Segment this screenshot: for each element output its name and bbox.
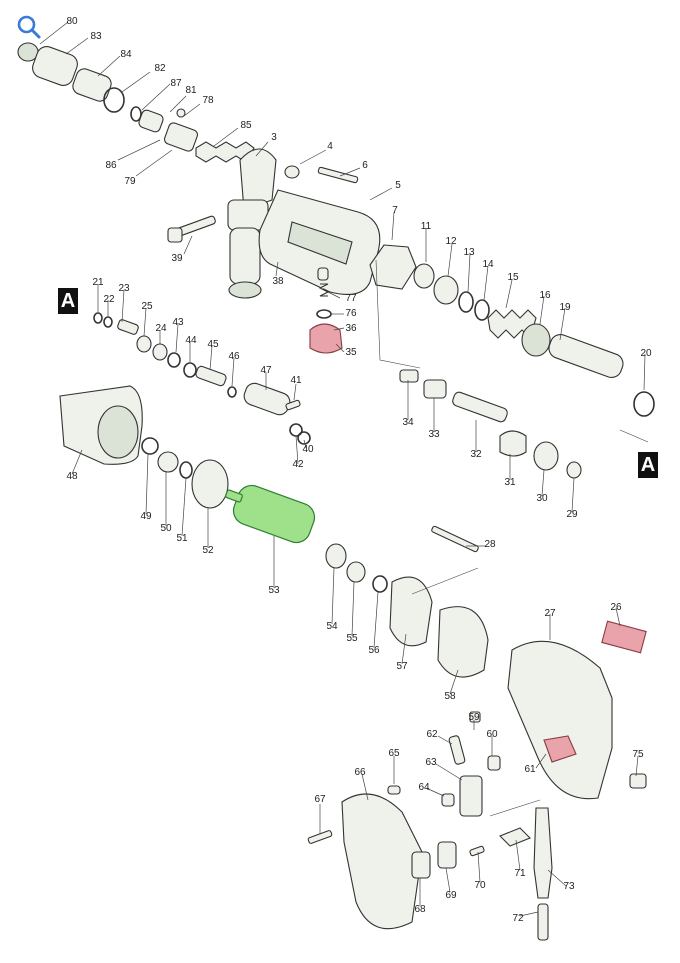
impact-mechanism-group [399,369,582,479]
part-label: 12 [445,236,457,247]
part-label: 54 [326,621,338,632]
part-label: 31 [504,477,516,488]
section-marker-a-left: A [58,288,78,314]
part-label: 25 [141,301,153,312]
part-label: 11 [420,221,432,232]
part-label: 87 [170,78,182,89]
part-label: 50 [160,523,172,534]
part-label: 73 [563,881,575,892]
part-label: 27 [544,608,556,619]
part-label: 39 [171,253,183,264]
part-label: 53 [268,585,280,596]
assembly-chain-lines [375,259,649,817]
part-label: 29 [566,509,578,520]
part-label: 3 [271,132,277,143]
part-label: 35 [345,347,357,358]
part-label: 41 [290,375,302,386]
part-label: 24 [155,323,167,334]
part-label: 67 [314,794,326,805]
part-label: 75 [632,749,644,760]
part-label: 84 [120,49,132,60]
part-label: 59 [468,712,480,723]
part-label: 66 [354,767,366,778]
gear-housing-group [258,165,417,295]
part-label: 4 [327,141,333,152]
part-label: 21 [92,277,104,288]
part-label: 7 [392,205,398,216]
part-label: 48 [66,471,78,482]
part-label: 23 [118,283,130,294]
part-label: 62 [426,729,438,740]
front-chuck-group [17,42,255,163]
part-label: 82 [154,63,166,74]
part-label: 36 [345,323,357,334]
part-label: 26 [610,602,622,613]
part-label: 42 [292,459,304,470]
part-label: 60 [486,729,498,740]
handle-switch-group [307,711,647,941]
part-label: 19 [559,302,571,313]
part-label: 78 [202,95,214,106]
part-label: 14 [482,259,494,270]
part-label: 85 [240,120,252,131]
part-label: 30 [536,493,548,504]
part-label: 51 [176,533,188,544]
part-label: 76 [345,308,357,319]
part-label: 46 [228,351,240,362]
part-label: 28 [484,539,496,550]
part-label: 63 [425,757,437,768]
part-label: 22 [103,294,115,305]
part-label: 79 [124,176,136,187]
magnifier-icon[interactable] [16,14,42,40]
part-label: 71 [514,868,526,879]
part-label: 45 [207,339,219,350]
part-label: 33 [428,429,440,440]
part-label: 34 [402,417,414,428]
part-label: 70 [474,880,486,891]
part-label: 15 [507,272,519,283]
part-label: 72 [512,913,524,924]
armature-group [59,385,316,544]
part-label: 83 [90,31,102,42]
part-label: 55 [346,633,358,644]
part-label: 61 [524,764,536,775]
part-label: 86 [105,160,117,171]
part-label: 43 [172,317,184,328]
part-label: 49 [140,511,152,522]
part-label: 80 [66,16,78,27]
part-label: 77 [345,293,357,304]
part-label: 52 [202,545,214,556]
part-label: 57 [396,661,408,672]
part-label: 81 [185,85,197,96]
part-label: 13 [463,247,475,258]
part-label: 32 [470,449,482,460]
motor-housing-group [325,525,647,800]
intermediate-shaft-group [93,312,311,445]
part-label: 69 [445,890,457,901]
part-label: 20 [640,348,652,359]
section-marker-a-right: A [638,452,658,478]
spindle-bearings-group [413,263,655,417]
part-label: 40 [302,444,314,455]
part-label: 68 [414,904,426,915]
part-label: 38 [272,276,284,287]
label-leader-lines [39,21,646,917]
lock-pin-group [309,267,343,354]
part-label: 47 [260,365,272,376]
part-label: 44 [185,335,197,346]
part-label: 65 [388,748,400,759]
part-label: 64 [418,782,430,793]
part-label: 6 [362,160,368,171]
part-label: 56 [368,645,380,656]
part-label: 16 [539,290,551,301]
side-handle-group [167,148,283,299]
part-label: 58 [444,691,456,702]
part-label: 5 [395,180,401,191]
